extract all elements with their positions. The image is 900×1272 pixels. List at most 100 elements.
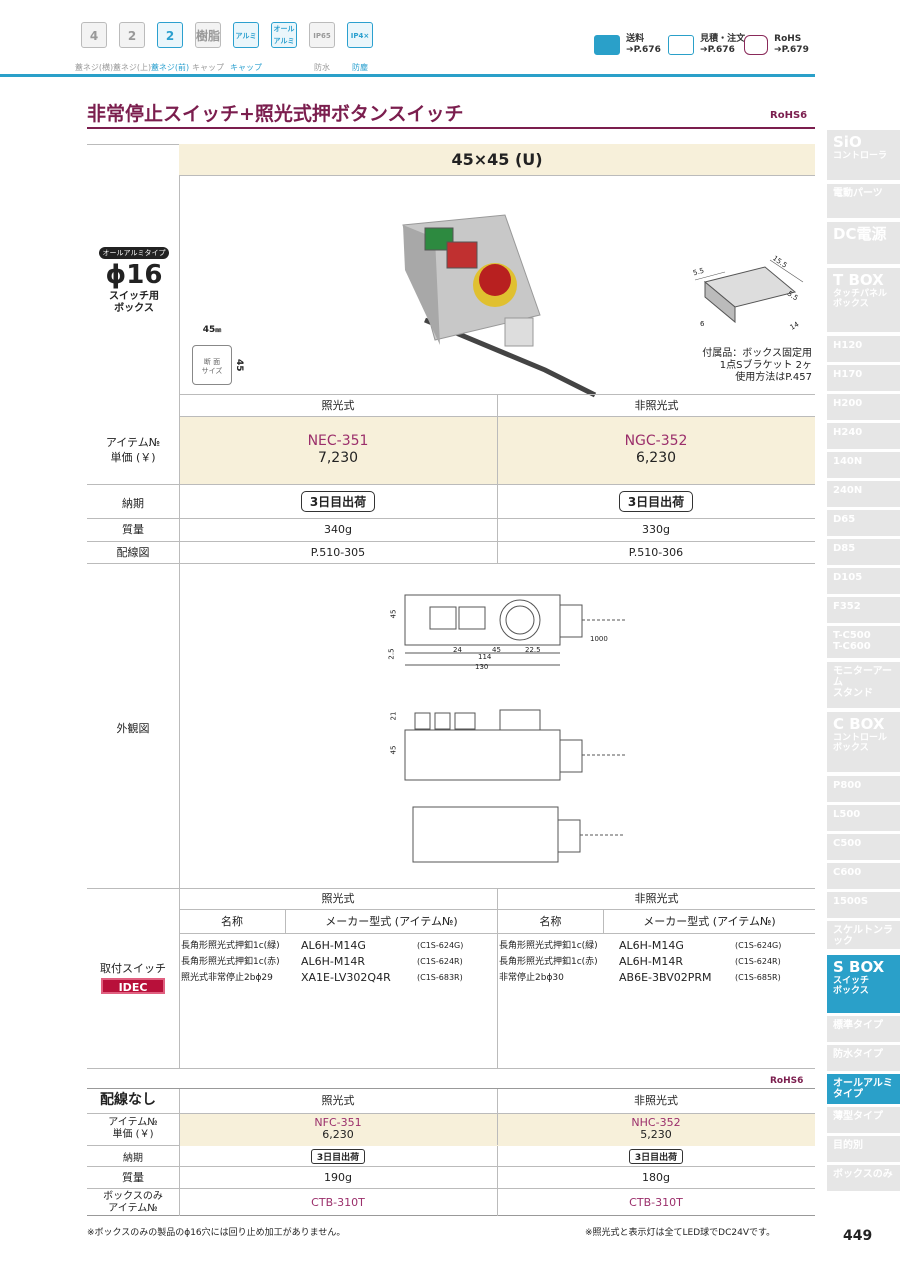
sidebar-item[interactable]: ボックスのみ bbox=[827, 1165, 900, 1191]
cap-resin-icon: 樹脂キャップ bbox=[192, 22, 224, 72]
shipping-ref[interactable]: 送料➔P.676 bbox=[594, 34, 661, 56]
sidebar-item[interactable]: 薄型タイプ bbox=[827, 1107, 900, 1133]
dim-130: 130 bbox=[475, 663, 489, 671]
dim-45: 45 bbox=[492, 646, 501, 654]
switch-col-unlit: 非照光式 bbox=[497, 888, 815, 910]
weight-row: 質量 340g 330g bbox=[87, 519, 815, 542]
switch-col-lit: 照光式 bbox=[321, 892, 355, 905]
section-height: 45 bbox=[234, 359, 244, 372]
switch-model: XA1E-LV302Q4R bbox=[301, 971, 391, 984]
sidebar-item[interactable]: F352 bbox=[827, 597, 900, 623]
item-unlit-price: 6,230 bbox=[635, 450, 677, 466]
section-unit: ㎜ bbox=[215, 327, 222, 334]
sidebar-item[interactable]: H170 bbox=[827, 365, 900, 391]
sidebar-item-label: C600 bbox=[833, 867, 862, 878]
section-size: 45㎜ 断 面 サイズ 45 bbox=[190, 325, 250, 387]
switch-model: AL6H-M14R bbox=[301, 955, 366, 968]
rohs-ref-page: ➔P.679 bbox=[774, 45, 809, 55]
sidebar-item[interactable]: C500 bbox=[827, 834, 900, 860]
sidebar-item[interactable]: D65 bbox=[827, 510, 900, 536]
sidebar-item[interactable]: D85 bbox=[827, 539, 900, 565]
product-phi: ϕ16 bbox=[105, 260, 163, 290]
rohs-icon bbox=[744, 35, 768, 55]
sidebar-item[interactable]: 240N bbox=[827, 481, 900, 507]
rohs-ref[interactable]: RoHS➔P.679 bbox=[744, 34, 809, 56]
rohs-ref-title: RoHS bbox=[774, 34, 802, 44]
sidebar-item[interactable]: L500 bbox=[827, 805, 900, 831]
delivery-unlit: 3日目出荷 bbox=[618, 491, 694, 512]
shipping-ref-title: 送料 bbox=[626, 34, 645, 44]
sidebar-item[interactable]: H200 bbox=[827, 394, 900, 420]
feature-icon-label: キャップ bbox=[192, 63, 224, 72]
sub-model-lit: メーカー型式 (アイテム№) bbox=[285, 910, 497, 933]
sidebar-item-sub: スイッチ ボックス bbox=[833, 976, 870, 996]
sidebar-item[interactable]: C600 bbox=[827, 863, 900, 889]
sidebar-item[interactable]: 防水タイプ bbox=[827, 1045, 900, 1071]
sidebar-item[interactable]: P800 bbox=[827, 776, 900, 802]
wiring-unlit[interactable]: P.510-306 bbox=[628, 546, 684, 559]
top-rule bbox=[0, 74, 815, 77]
column-lit: 照光式 bbox=[321, 399, 355, 412]
delivery-row: 納期 3日目出荷 3日目出荷 bbox=[87, 485, 815, 519]
switch-model: AL6H-M14R bbox=[619, 955, 684, 968]
sidebar-item-label: P800 bbox=[833, 780, 862, 791]
feature-icon-label: 防水 bbox=[314, 63, 330, 72]
sidebar-item-label: 1500S bbox=[833, 896, 869, 907]
switch-row: 長角形照光式押釦1c(赤)AL6H-M14R(C1S-624R) bbox=[181, 954, 497, 970]
sidebar-item-label: 防水タイプ bbox=[833, 1049, 883, 1060]
sidebar-item[interactable]: オールアルミ タイプ bbox=[827, 1074, 900, 1104]
sidebar-item[interactable]: 標準タイプ bbox=[827, 1016, 900, 1042]
nw-weight-label: 質量 bbox=[122, 1171, 144, 1184]
feature-icon-label: キャップ bbox=[230, 63, 262, 72]
sidebar-item[interactable]: モニターアーム スタンド bbox=[827, 662, 900, 708]
sidebar-item[interactable]: H120 bbox=[827, 336, 900, 362]
accessory-note: 付属品：ボックス固定用 1点Sブラケット 2ヶ 使用方法はP.457 bbox=[702, 348, 812, 383]
sidebar-item-label: T BOX bbox=[833, 271, 884, 289]
sidebar-item[interactable]: 140N bbox=[827, 452, 900, 478]
nw-weight-unlit: 180g bbox=[642, 1171, 670, 1184]
wiring-lit[interactable]: P.510-305 bbox=[310, 546, 366, 559]
sidebar-item[interactable]: 目的別 bbox=[827, 1136, 900, 1162]
sidebar-item-sub: タッチパネル ボックス bbox=[833, 289, 888, 309]
sidebar-item[interactable]: 電動パーツ bbox=[827, 184, 900, 218]
sidebar-item[interactable]: D105 bbox=[827, 568, 900, 594]
product-photo bbox=[402, 214, 597, 398]
sidebar-item-label: DC電源 bbox=[833, 225, 887, 243]
sidebar-item-label: D85 bbox=[833, 543, 856, 554]
nw-box-lit: CTB-310T bbox=[311, 1196, 365, 1209]
idec-logo: IDEC bbox=[101, 978, 165, 994]
switch-name: 長角形照光式押釦1c(赤) bbox=[181, 957, 280, 967]
sidebar-item-sub: コントローラ bbox=[833, 151, 888, 161]
sidebar-item[interactable]: H240 bbox=[827, 423, 900, 449]
weight-unlit: 330g bbox=[642, 523, 670, 536]
order-ref-page: ➔P.676 bbox=[700, 45, 735, 55]
weight-label: 質量 bbox=[122, 523, 144, 536]
sidebar-item-label: モニターアーム スタンド bbox=[833, 666, 892, 699]
switch-name: 長角形照光式押釦1c(緑) bbox=[181, 941, 280, 951]
order-ref[interactable]: 見積・注文➔P.676 bbox=[668, 34, 745, 56]
sidebar-item[interactable]: DC電源 bbox=[827, 222, 900, 264]
delivery-lit: 3日目出荷 bbox=[300, 491, 376, 512]
dustproof-glyph: IP4× bbox=[347, 22, 373, 48]
sidebar-item[interactable]: スケルトンラック bbox=[827, 921, 900, 949]
sidebar-item-sub: コントロール ボックス bbox=[833, 733, 888, 753]
sidebar-item-label: SiO bbox=[833, 133, 862, 151]
nw-box-label: ボックスのみ アイテム№ bbox=[103, 1191, 163, 1214]
dim-114: 114 bbox=[478, 653, 492, 661]
cap-resin-glyph: 樹脂 bbox=[195, 22, 221, 48]
page-title: 非常停止スイッチ+照光式押ボタンスイッチ bbox=[87, 103, 464, 125]
nw-delivery-unlit: 3日目出荷 bbox=[628, 1149, 684, 1164]
switch-model: AB6E-3BV02PRM bbox=[619, 971, 712, 984]
sidebar-item[interactable]: 1500S bbox=[827, 892, 900, 918]
sidebar-item[interactable]: T-C500 T-C600 bbox=[827, 626, 900, 658]
